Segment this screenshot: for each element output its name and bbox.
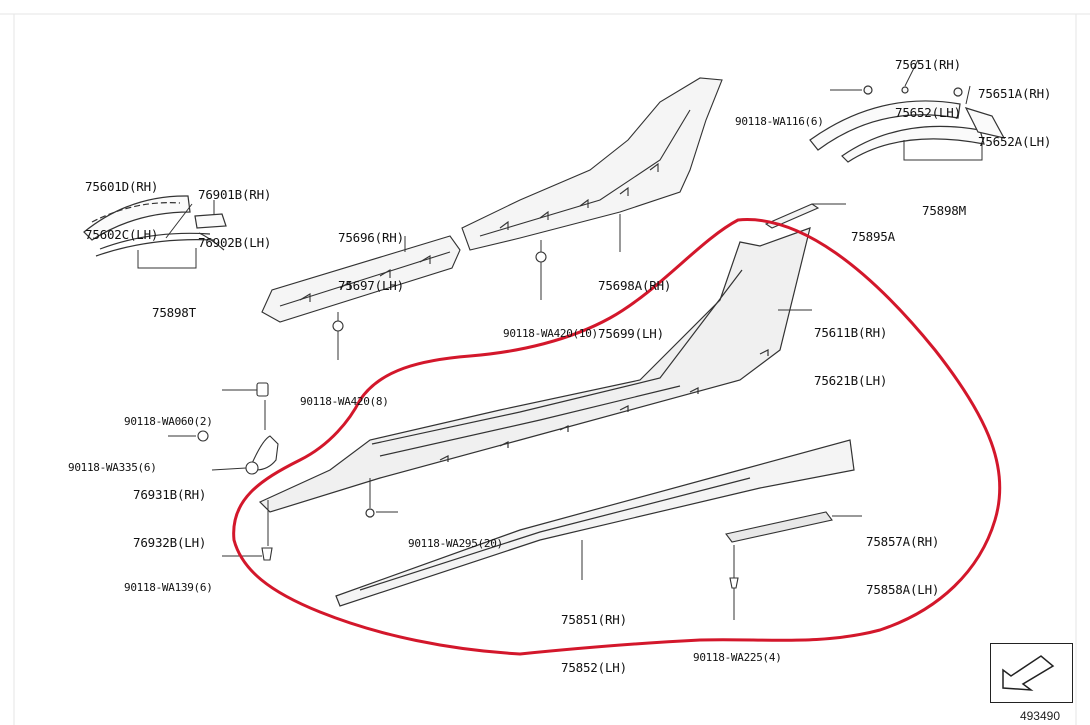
direction-arrow-box <box>990 643 1073 703</box>
part-label-75857A: 75857A(RH) 75858A(LH) <box>864 534 940 598</box>
part-label-75698A: 75698A(RH) 75699(LH) <box>596 278 672 342</box>
front-small-parts <box>197 382 279 561</box>
part-label-75898M: 75898M <box>920 203 966 219</box>
part-label-76901B: 76901B(RH) 76902B(LH) <box>196 187 272 251</box>
part-label-75611B: 75611B(RH) 75621B(LH) <box>812 325 888 389</box>
part-label-90118-WA295: 90118-WA295(20) <box>406 537 503 552</box>
part-label-75651A: 75651A(RH) 75652A(LH) <box>976 86 1052 150</box>
part-label-90118-WA116: 90118-WA116(6) <box>733 115 824 130</box>
part-label-75895A: 75895A <box>849 229 895 245</box>
front-side-bracket <box>261 235 461 360</box>
skirt-reinforcement <box>725 511 833 620</box>
part-label-90118-WA335: 90118-WA335(6) <box>66 461 157 476</box>
part-label-75851: 75851(RH) 75852(LH) <box>559 612 627 676</box>
lower-side-skirt <box>335 439 855 607</box>
direction-arrow-icon <box>1002 655 1055 691</box>
part-label-75601D: 75601D(RH) 75602C(LH) <box>83 179 159 243</box>
part-label-90118-WA420-8: 90118-WA420(8) <box>298 395 389 410</box>
part-label-75696: 75696(RH) 75697(LH) <box>336 230 404 294</box>
front-fender-flare <box>83 195 227 269</box>
part-label-90118-WA139: 90118-WA139(6) <box>122 581 213 596</box>
part-label-90118-WA060: 90118-WA060(2) <box>122 415 213 430</box>
part-label-90118-WA225: 90118-WA225(4) <box>691 651 782 666</box>
rear-fender-flare <box>809 85 1006 163</box>
small-strip <box>764 203 820 229</box>
part-label-75898T: 75898T <box>150 305 196 321</box>
leader-lines <box>165 59 971 557</box>
part-label-76931B: 76931B(RH) 76932B(LH) <box>131 487 207 551</box>
rocker-panel <box>258 227 811 518</box>
diagram-number: 493490 <box>1019 709 1060 723</box>
part-label-90118-WA420-10: 90118-WA420(10) <box>501 327 598 342</box>
part-label-75651: 75651(RH) 75652(LH) <box>893 57 961 121</box>
rear-side-bracket <box>461 77 723 300</box>
red-highlight-outline <box>232 218 1002 656</box>
